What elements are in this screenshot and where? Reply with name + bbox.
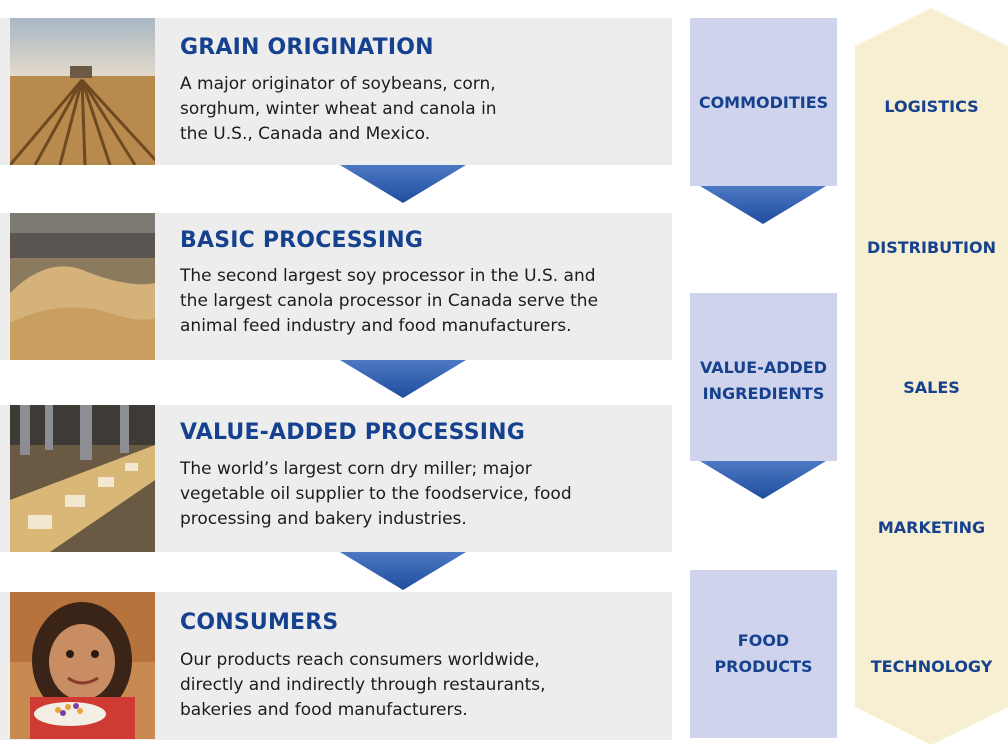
field-harvest-photo bbox=[10, 18, 155, 165]
stage-title-value-added-processing: VALUE-ADDED PROCESSING bbox=[180, 420, 526, 445]
down-arrow-icon bbox=[700, 186, 826, 224]
capability-technology: TECHNOLOGY bbox=[870, 657, 993, 676]
capability-sales: SALES bbox=[903, 378, 960, 397]
stage-description-basic-processing: The second largest soy processor in the … bbox=[180, 264, 660, 339]
output-label-line: INGREDIENTS bbox=[702, 384, 825, 403]
down-arrow-icon bbox=[340, 165, 466, 203]
down-arrow-icon bbox=[340, 360, 466, 398]
stage-description-grain-origination: A major originator of soybeans, corn, so… bbox=[180, 72, 660, 147]
description-line: processing and bakery industries. bbox=[180, 509, 467, 529]
description-line: The world’s largest corn dry miller; maj… bbox=[180, 459, 532, 479]
output-label-line: VALUE-ADDED bbox=[699, 358, 828, 377]
output-box-commodities bbox=[690, 18, 837, 186]
stage-description-value-added-processing: The world’s largest corn dry miller; maj… bbox=[180, 457, 660, 532]
grain-pile-photo bbox=[10, 213, 155, 360]
capability-distribution: DISTRIBUTION bbox=[867, 238, 996, 257]
description-line: vegetable oil supplier to the foodservic… bbox=[180, 484, 572, 504]
capability-logistics: LOGISTICS bbox=[884, 97, 979, 116]
stage-title-basic-processing: BASIC PROCESSING bbox=[180, 228, 424, 253]
stage-title-consumers: CONSUMERS bbox=[180, 610, 339, 635]
output-label-line: FOOD bbox=[737, 631, 790, 650]
output-label-commodities: COMMODITIES bbox=[690, 90, 837, 116]
processing-line-photo bbox=[10, 405, 155, 552]
output-label-value-added-ingredients: VALUE-ADDED INGREDIENTS bbox=[690, 355, 837, 407]
stage-title-grain-origination: GRAIN ORIGINATION bbox=[180, 35, 434, 60]
description-line: Our products reach consumers worldwide, bbox=[180, 650, 540, 670]
output-label-food-products: FOOD PRODUCTS bbox=[690, 628, 837, 680]
description-line: animal feed industry and food manufactur… bbox=[180, 316, 572, 336]
output-box-value-added-ingredients bbox=[690, 293, 837, 461]
output-box-food-products bbox=[690, 570, 837, 738]
capabilities-hexagon bbox=[855, 8, 1008, 745]
description-line: The second largest soy processor in the … bbox=[180, 266, 596, 286]
output-label-line: COMMODITIES bbox=[698, 93, 829, 112]
description-line: the largest canola processor in Canada s… bbox=[180, 291, 599, 311]
description-line: directly and indirectly through restaura… bbox=[180, 675, 546, 695]
description-line: A major originator of soybeans, corn, bbox=[180, 74, 496, 94]
child-eating-cereal-photo bbox=[10, 592, 155, 740]
description-line: bakeries and food manufacturers. bbox=[180, 700, 468, 720]
down-arrow-icon bbox=[700, 461, 826, 499]
description-line: the U.S., Canada and Mexico. bbox=[180, 124, 431, 144]
description-line: sorghum, winter wheat and canola in bbox=[180, 99, 497, 119]
output-label-line: PRODUCTS bbox=[714, 657, 813, 676]
down-arrow-icon bbox=[340, 552, 466, 590]
capability-marketing: MARKETING bbox=[877, 518, 986, 537]
stage-description-consumers: Our products reach consumers worldwide, … bbox=[180, 648, 660, 723]
